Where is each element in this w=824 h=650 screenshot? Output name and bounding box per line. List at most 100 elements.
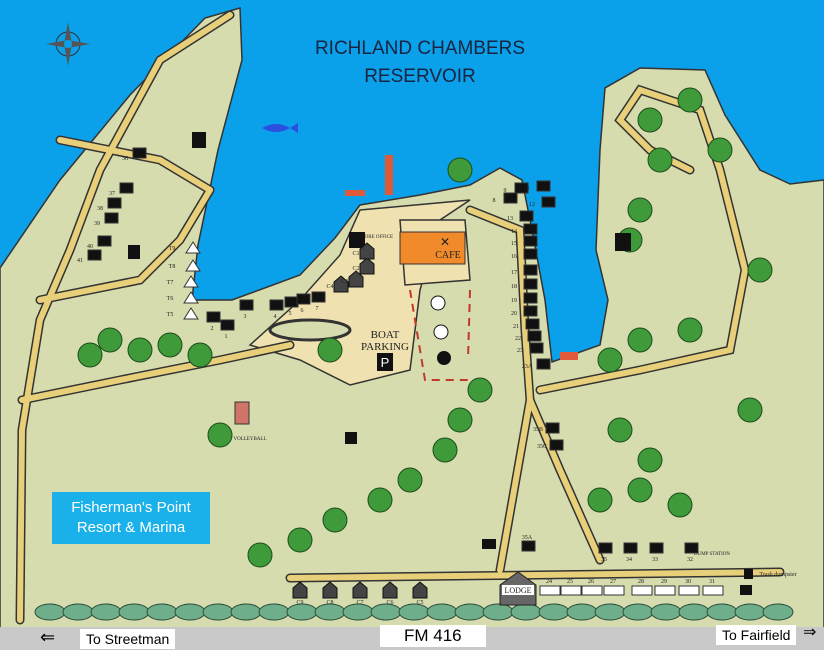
site-number: C3 bbox=[341, 279, 348, 285]
campsite-east_row[interactable]: 16 bbox=[511, 248, 538, 260]
arrow-right-icon: ⇒ bbox=[803, 624, 817, 641]
campsite-lodge_row[interactable]: 29 bbox=[654, 579, 676, 596]
shrub bbox=[510, 603, 542, 621]
campsite-tents[interactable]: T7 bbox=[167, 275, 199, 288]
tree bbox=[157, 332, 183, 358]
roundabout bbox=[268, 318, 352, 342]
site-number: 40 bbox=[87, 244, 93, 250]
campsite-cabins_south[interactable]: C8 bbox=[322, 581, 338, 606]
campsite-center[interactable]: 35C bbox=[537, 439, 564, 451]
campsite-center[interactable]: 35B bbox=[533, 422, 560, 434]
campsite-south_row[interactable]: 33 bbox=[649, 542, 664, 563]
campsite-lodge_row[interactable]: 30 bbox=[678, 579, 700, 596]
shrub bbox=[90, 603, 122, 621]
campsite-peninsula_rv[interactable]: 37 bbox=[109, 182, 134, 197]
campsite-east_row[interactable]: 9 bbox=[504, 182, 529, 194]
tree bbox=[627, 197, 653, 223]
tree bbox=[247, 542, 273, 568]
campsite-east_row[interactable]: 17 bbox=[511, 264, 538, 276]
campsite-shore[interactable]: 7 bbox=[311, 291, 326, 312]
campsite-peninsula_rv[interactable]: 38 bbox=[97, 197, 122, 212]
site-number: 28 bbox=[638, 579, 644, 585]
site-number: 1 bbox=[225, 334, 228, 340]
campsite-shore[interactable]: 4 bbox=[269, 299, 284, 320]
site-number: 13 bbox=[507, 216, 513, 222]
tree bbox=[737, 397, 763, 423]
campsite-east_row[interactable]: 23 bbox=[517, 342, 544, 354]
campsite-east_row[interactable]: 20 bbox=[511, 305, 538, 317]
campsite-cabins_south[interactable]: C7 bbox=[352, 581, 368, 606]
site-number: 39 bbox=[94, 221, 100, 227]
campsite-east_row[interactable]: 15 bbox=[511, 235, 538, 247]
to-fairfield-label: To Fairfield bbox=[716, 625, 797, 645]
tree bbox=[207, 422, 233, 448]
site-number: T9 bbox=[169, 246, 176, 252]
cabin-icon bbox=[412, 581, 428, 599]
campsite-peninsula_rv[interactable]: 40 bbox=[87, 235, 112, 250]
campsite-east_row[interactable]: 12 bbox=[529, 196, 556, 208]
campsite-shore[interactable]: 6 bbox=[296, 293, 311, 314]
campsite-peninsula_rv[interactable]: 41 bbox=[77, 249, 102, 264]
rv-icon bbox=[523, 223, 538, 235]
campsite-east_row[interactable]: 19 bbox=[511, 292, 538, 304]
campsite-east_row[interactable]: 22 bbox=[515, 330, 542, 342]
rv-icon bbox=[623, 542, 638, 554]
site-number: 12 bbox=[529, 202, 535, 208]
campsite-tents[interactable]: T5 bbox=[167, 307, 199, 320]
site-number: 8 bbox=[493, 198, 496, 204]
campsite-east_row[interactable]: 8 bbox=[493, 192, 518, 204]
resort-name-line2: Resort & Marina bbox=[76, 519, 186, 536]
trash-icon bbox=[128, 245, 140, 259]
campsite-cabins_north[interactable]: C1 bbox=[352, 242, 375, 260]
campsite-lodge_row[interactable]: 24 bbox=[539, 579, 561, 596]
rv-icon bbox=[541, 196, 556, 208]
rv-icon bbox=[514, 182, 529, 194]
campsite-shore[interactable]: 2 bbox=[206, 311, 221, 332]
campsite-tents[interactable]: T8 bbox=[169, 259, 201, 272]
campsite-cabins_south[interactable]: C6 bbox=[382, 581, 398, 606]
dock bbox=[345, 190, 365, 196]
tree bbox=[287, 527, 313, 553]
campsite-east_row[interactable]: 11 bbox=[524, 180, 551, 192]
campsite-lodge_row[interactable]: 27 bbox=[603, 579, 625, 596]
campsite-south_row[interactable]: 35 bbox=[598, 542, 613, 563]
campsite-peninsula_rv[interactable]: 39 bbox=[94, 212, 119, 227]
lodge-label: LODGE bbox=[504, 586, 531, 595]
campsite-east_row[interactable]: 13 bbox=[507, 210, 534, 222]
campsite-lodge_row[interactable]: 25 bbox=[560, 579, 582, 596]
campsite-tents[interactable]: T6 bbox=[167, 291, 199, 304]
campsite-south_row[interactable]: 34 bbox=[623, 542, 638, 563]
roads bbox=[17, 12, 783, 623]
site-number: 22 bbox=[515, 336, 521, 342]
campsite-east_row[interactable]: 23A bbox=[522, 358, 551, 370]
campsite-cabins_south[interactable]: C9 bbox=[292, 581, 308, 606]
rv-icon bbox=[523, 235, 538, 247]
site-number: 6 bbox=[301, 308, 304, 314]
campsite-tents[interactable]: T9 bbox=[169, 241, 201, 254]
site-number: C2 bbox=[352, 266, 359, 272]
campsite-east_row[interactable]: 14 bbox=[511, 223, 538, 235]
campsite-lodge_row[interactable]: 31 bbox=[702, 579, 724, 596]
campsite-east_row[interactable]: 18 bbox=[511, 278, 538, 290]
parking-icon bbox=[377, 353, 393, 371]
campsite-shore[interactable]: 3 bbox=[239, 299, 254, 320]
cafe[interactable]: CAFE ✕ bbox=[399, 231, 466, 265]
shrub bbox=[314, 603, 346, 621]
campsite-south_row[interactable]: 32 bbox=[684, 542, 699, 563]
campsite-shore[interactable]: 1 bbox=[220, 319, 235, 340]
lodge[interactable]: LODGE bbox=[499, 571, 537, 606]
store-icon[interactable] bbox=[349, 232, 365, 248]
shrub bbox=[118, 603, 150, 621]
campsite-cabins_north[interactable]: C3 bbox=[341, 270, 364, 288]
tree bbox=[447, 407, 473, 433]
campsite-cabins_north[interactable]: C4 bbox=[326, 275, 349, 293]
site-number: C7 bbox=[356, 600, 363, 606]
shrub bbox=[734, 603, 766, 621]
campsite-east_row[interactable]: 21 bbox=[513, 318, 540, 330]
campsite-cabins_south[interactable]: C5 bbox=[412, 581, 428, 606]
site-number: 16 bbox=[511, 254, 517, 260]
campsite-peninsula_rv[interactable]: 36 bbox=[122, 147, 147, 162]
campsite-center[interactable]: 35A bbox=[521, 535, 536, 552]
campsite-lodge_row[interactable]: 26 bbox=[581, 579, 603, 596]
campsite-lodge_row[interactable]: 28 bbox=[631, 579, 653, 596]
